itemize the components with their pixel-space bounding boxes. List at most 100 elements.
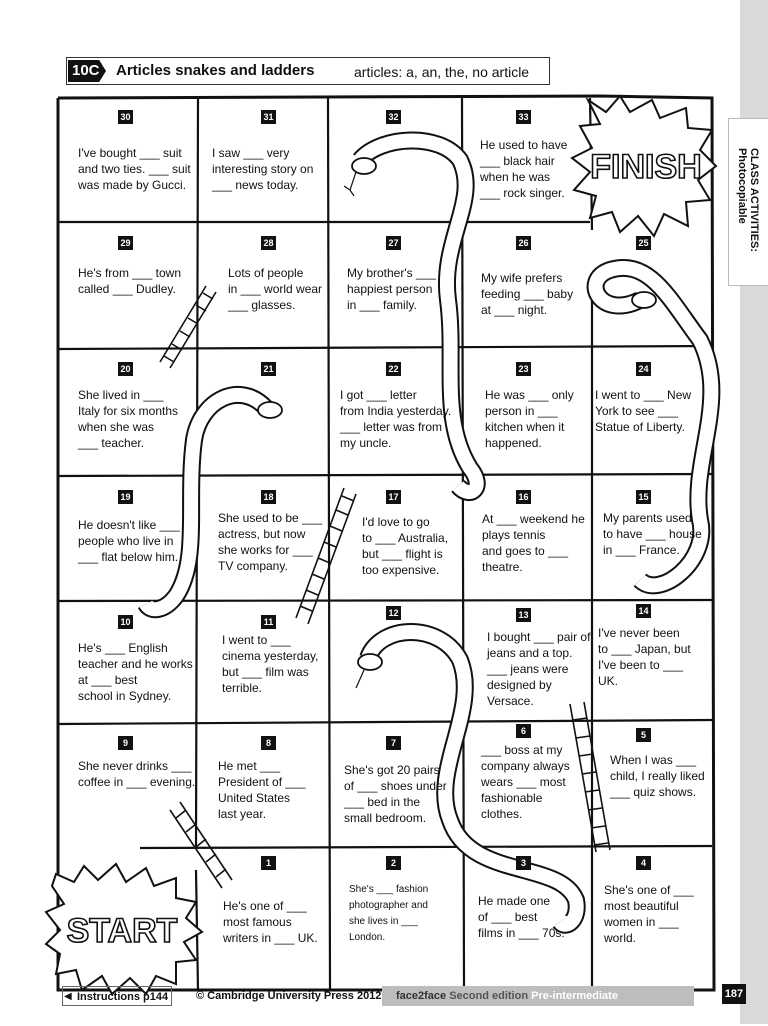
sentence-line: in ___ France. (603, 543, 680, 557)
finish-burst: FINISH (570, 94, 718, 238)
sentence-line: He doesn't like ___ (78, 518, 180, 532)
brand-edition: Second edition (449, 990, 529, 1002)
sentence-line: child, I really liked (610, 769, 705, 783)
sentence-line: plays tennis (482, 528, 546, 542)
sentence-line: teacher and he works (78, 657, 193, 671)
sentence-line: She's got 20 pairs (344, 763, 440, 777)
sentence-line: but ___ flight is (362, 547, 443, 561)
instructions-link[interactable]: Instructions p144 (62, 986, 172, 1006)
sentence-line: actress, but now (218, 527, 306, 541)
sentence-line: ___ teacher. (78, 436, 145, 450)
sentence-line: when he was (480, 170, 551, 184)
square-number: 30 (118, 110, 133, 124)
sentence-line: I've bought ___ suit (78, 146, 182, 160)
sentence-line: designed by (487, 678, 552, 692)
sentence-line: I went to ___ New (595, 388, 692, 402)
sentence-line: ___ flat below him. (78, 550, 179, 564)
sentence-line: wears ___ most (481, 775, 566, 789)
square-number: 12 (386, 606, 401, 620)
square-sentence: She never drinks ___coffee in ___ evenin… (78, 758, 195, 790)
sentence-line: ___ bed in the (344, 795, 421, 809)
square-number: 4 (636, 856, 651, 870)
sentence-line: and two ties. ___ suit (78, 162, 191, 176)
sentence-line: happiest person (347, 282, 433, 296)
sentence-line: coffee in ___ evening. (78, 775, 196, 789)
sentence-line: my uncle. (340, 436, 392, 450)
sentence-line: ___ rock singer. (480, 186, 565, 200)
snake-12 (355, 623, 586, 934)
ladder-18 (295, 487, 357, 625)
sentence-line: most beautiful (604, 899, 679, 913)
sentence-line: My brother's ___ (347, 266, 436, 280)
sentence-line: to have ___ house (603, 527, 702, 541)
sentence-line: of ___ shoes under (344, 779, 447, 793)
sentence-line: President of ___ (218, 775, 306, 789)
square-sentence: I went to ___cinema yesterday,but ___ fi… (222, 632, 319, 696)
sentence-line: ___ letter was from (340, 420, 443, 434)
sentence-line: at ___ night. (481, 303, 548, 317)
sentence-line: too expensive. (362, 563, 440, 577)
square-number: 22 (386, 362, 401, 376)
sentence-line: of ___ best (478, 910, 538, 924)
sentence-line: I've been to ___ (598, 658, 684, 672)
square-number: 2 (386, 856, 401, 870)
sentence-line: interesting story on (212, 162, 314, 176)
sentence-line: She used to be ___ (218, 511, 323, 525)
sentence-line: My wife prefers (481, 271, 563, 285)
sentence-line: she lives in ___ (349, 916, 418, 927)
sentence-line: She never drinks ___ (78, 759, 192, 773)
sentence-line: Versace. (487, 694, 534, 708)
sentence-line: I saw ___ very (212, 146, 290, 160)
square-number: 14 (636, 604, 651, 618)
sentence-line: person in ___ (485, 404, 558, 418)
square-number: 23 (516, 362, 531, 376)
square-number: 10 (118, 615, 133, 629)
sentence-line: cinema yesterday, (222, 649, 319, 663)
sentence-line: She lived in ___ (78, 388, 164, 402)
sentence-line: London. (349, 932, 386, 943)
sentence-line: terrible. (222, 681, 263, 695)
sentence-line: called ___ Dudley. (78, 282, 176, 296)
square-number: 6 (516, 724, 531, 738)
square-number: 9 (118, 736, 133, 750)
square-number: 25 (636, 236, 651, 250)
side-tab (728, 118, 768, 286)
sentence-line: school in Sydney. (78, 689, 172, 703)
square-number: 15 (636, 490, 651, 504)
sentence-line: ___ quiz shows. (610, 785, 697, 799)
sentence-line: I've never been (598, 626, 680, 640)
sentence-line: feeding ___ baby (481, 287, 574, 301)
square-number: 24 (636, 362, 651, 376)
sentence-line: United States (218, 791, 291, 805)
square-sentence: He doesn't like ___people who live in___… (78, 517, 180, 565)
sentence-line: in ___ world wear (228, 282, 323, 296)
finish-label: FINISH (590, 148, 701, 186)
square-number: 1 (261, 856, 276, 870)
sentence-line: when she was (78, 420, 155, 434)
left-arrow-icon: ◀ (64, 991, 72, 1002)
sentence-line: I bought ___ pair of (487, 630, 591, 644)
square-number: 17 (386, 490, 401, 504)
sentence-line: in ___ family. (347, 298, 417, 312)
start-label: START (67, 912, 178, 950)
sentence-line: kitchen when it (485, 420, 565, 434)
sentence-line: He's one of ___ (223, 899, 307, 913)
sentence-line: He was ___ only (485, 388, 574, 402)
square-number: 11 (261, 615, 276, 629)
sentence-line: I'd love to go (362, 515, 430, 529)
sentence-line: I got ___ letter (340, 388, 417, 402)
